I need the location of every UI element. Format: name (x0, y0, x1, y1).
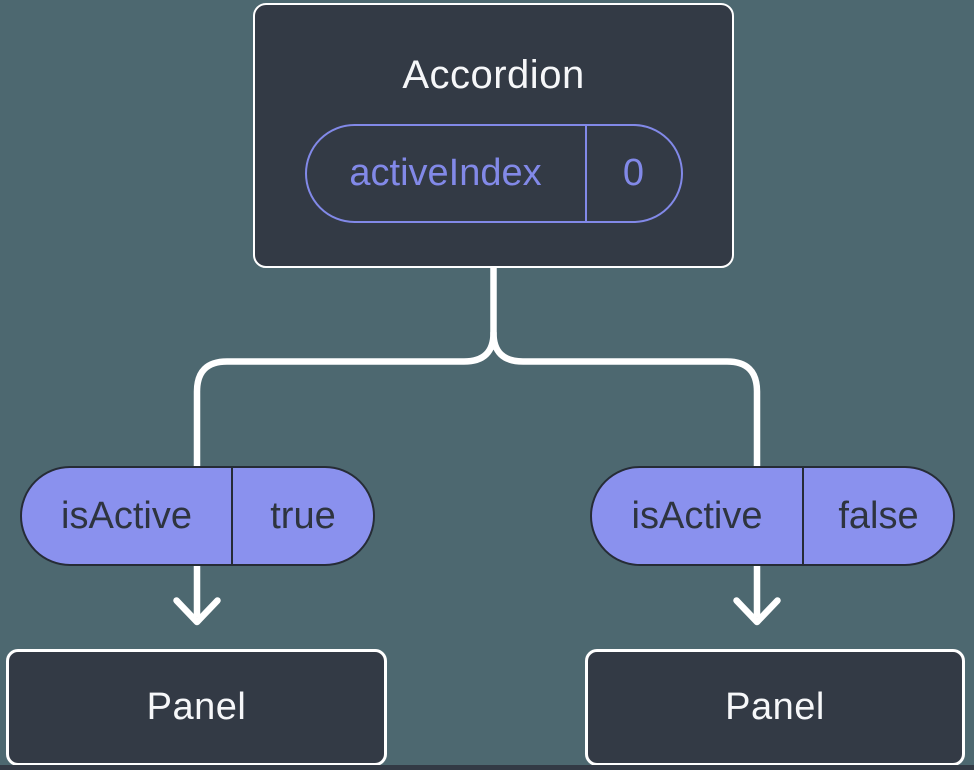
prop-pill-right-name: isActive (631, 494, 763, 537)
state-pill: activeIndex 0 (304, 124, 683, 223)
state-pill-name: activeIndex (349, 152, 542, 194)
arrowhead-left-icon (173, 597, 221, 626)
state-pill-value: 0 (584, 126, 681, 221)
prop-pill-left-name: isActive (61, 494, 192, 537)
panel-node-left: Panel (6, 649, 387, 766)
prop-pill-left-value: true (231, 468, 373, 564)
bottom-strip (0, 765, 974, 770)
prop-pill-right: isActive false (590, 466, 955, 566)
arrowhead-right-icon (733, 597, 781, 626)
panel-node-left-title: Panel (146, 686, 247, 728)
prop-pill-left: isActive true (20, 466, 375, 566)
panel-node-right: Panel (585, 649, 965, 766)
panel-node-right-title: Panel (725, 686, 825, 728)
prop-pill-right-value: false (802, 468, 953, 564)
accordion-node: Accordion activeIndex 0 (253, 3, 734, 268)
connector-right-branch (490, 329, 761, 618)
accordion-node-title: Accordion (402, 53, 585, 97)
